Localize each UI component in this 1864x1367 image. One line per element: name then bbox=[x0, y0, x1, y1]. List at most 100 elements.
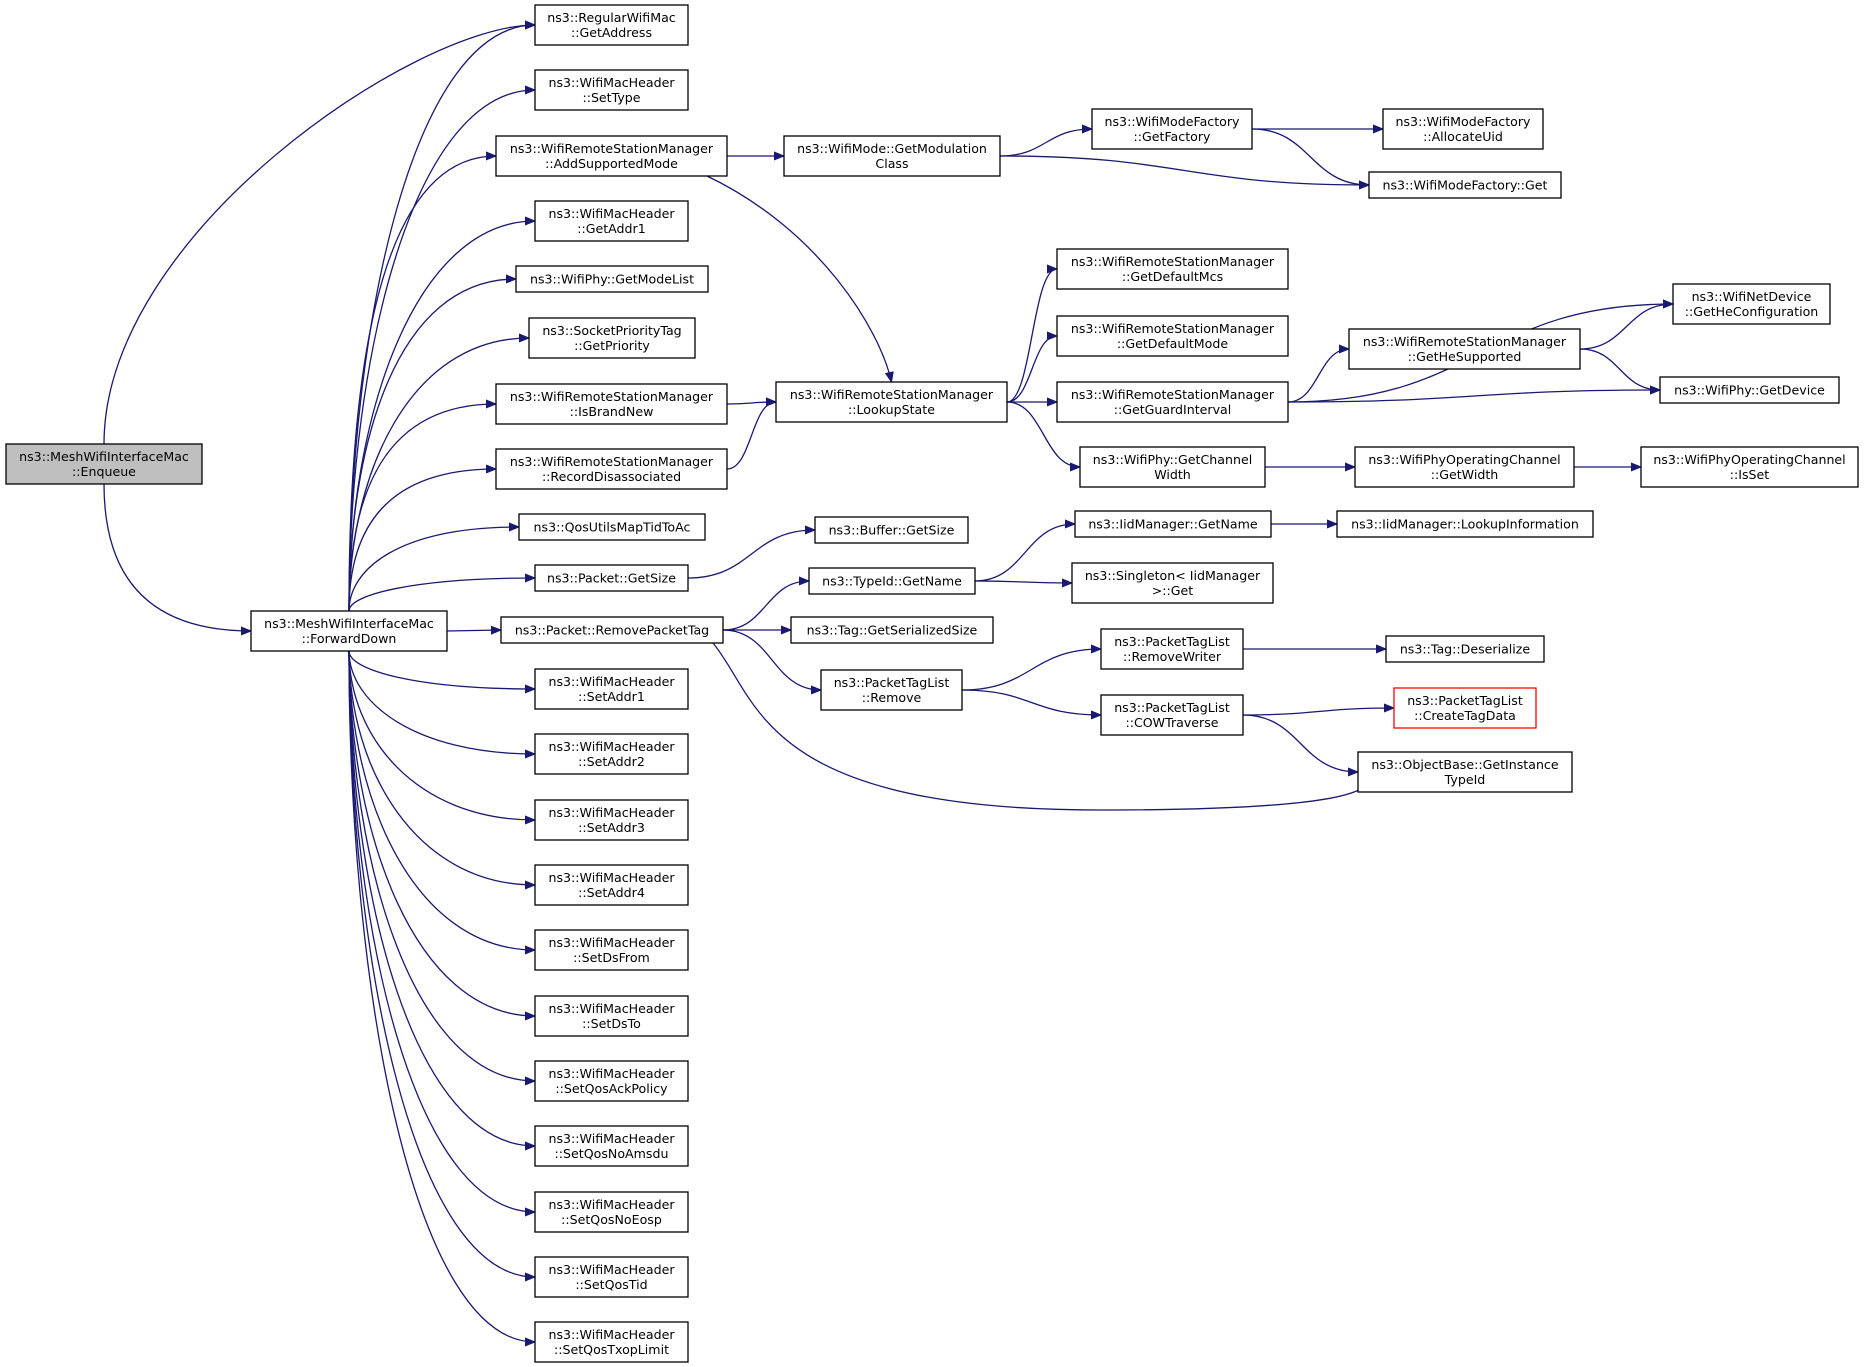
node-enqueue[interactable]: ns3::MeshWifiInterfaceMac::Enqueue bbox=[5, 443, 203, 485]
node-getdefaultmcs[interactable]: ns3::WifiRemoteStationManager::GetDefaul… bbox=[1056, 248, 1289, 290]
node-label-enqueue-1: ::Enqueue bbox=[72, 464, 136, 479]
node-label-setdsto-0: ns3::WifiMacHeader bbox=[548, 1001, 675, 1016]
edge-forwarddown-to-setaddr4 bbox=[348, 650, 535, 885]
node-setqosnoamsdu[interactable]: ns3::WifiMacHeader::SetQosNoAmsdu bbox=[534, 1125, 689, 1167]
node-forwarddown[interactable]: ns3::MeshWifiInterfaceMac::ForwardDown bbox=[250, 610, 448, 652]
node-label-lookupinformation-0: ns3::IidManager::LookupInformation bbox=[1351, 517, 1579, 532]
node-ptlremove[interactable]: ns3::PacketTagList::Remove bbox=[820, 669, 963, 711]
node-label-iidgetname-0: ns3::IidManager::GetName bbox=[1088, 517, 1258, 532]
node-box-deserialize bbox=[1385, 635, 1545, 663]
node-lookupinformation[interactable]: ns3::IidManager::LookupInformation bbox=[1336, 510, 1594, 538]
edge-ptlremove-to-cowtraverse bbox=[961, 689, 1101, 715]
edge-cowtraverse-to-getinstancetypeid bbox=[1242, 714, 1358, 772]
edge-forwarddown-to-removepackettag bbox=[446, 630, 501, 631]
node-typeidgetname[interactable]: ns3::TypeId::GetName bbox=[808, 567, 976, 595]
edge-removepackettag-to-getinstancetypeid bbox=[712, 642, 1367, 811]
node-setdsto[interactable]: ns3::WifiMacHeader::SetDsTo bbox=[534, 995, 689, 1037]
node-label-getdefaultmcs-0: ns3::WifiRemoteStationManager bbox=[1071, 254, 1275, 269]
node-iidgetname[interactable]: ns3::IidManager::GetName bbox=[1074, 510, 1272, 538]
node-getpriority[interactable]: ns3::SocketPriorityTag::GetPriority bbox=[528, 317, 696, 359]
edge-forwarddown-to-setaddr3 bbox=[348, 650, 535, 820]
node-box-lookupinformation bbox=[1336, 510, 1594, 538]
node-label-getguardinterval-0: ns3::WifiRemoteStationManager bbox=[1071, 387, 1275, 402]
node-getfactory[interactable]: ns3::WifiModeFactory::GetFactory bbox=[1091, 108, 1253, 150]
node-gethesupported[interactable]: ns3::WifiRemoteStationManager::GetHeSupp… bbox=[1348, 328, 1581, 370]
node-setqosnoeosp[interactable]: ns3::WifiMacHeader::SetQosNoEosp bbox=[534, 1191, 689, 1233]
edge-getmodulationclass-to-getfactory bbox=[999, 129, 1092, 157]
node-getheconfiguration[interactable]: ns3::WifiNetDevice::GetHeConfiguration bbox=[1672, 283, 1831, 325]
node-getaddress[interactable]: ns3::RegularWifiMac::GetAddress bbox=[534, 4, 689, 46]
node-createtagdata[interactable]: ns3::PacketTagList::CreateTagData bbox=[1393, 687, 1537, 729]
node-opchgetwidth[interactable]: ns3::WifiPhyOperatingChannel::GetWidth bbox=[1354, 446, 1575, 488]
node-setqostxoplimit[interactable]: ns3::WifiMacHeader::SetQosTxopLimit bbox=[534, 1321, 689, 1363]
node-box-recorddisassociated bbox=[495, 448, 728, 490]
node-label-setqosnoeosp-0: ns3::WifiMacHeader bbox=[548, 1197, 675, 1212]
node-singletonget[interactable]: ns3::Singleton< IidManager>::Get bbox=[1071, 562, 1274, 604]
node-box-getdevice bbox=[1659, 376, 1840, 404]
edge-forwarddown-to-setqostxoplimit bbox=[348, 650, 535, 1342]
node-deserialize[interactable]: ns3::Tag::Deserialize bbox=[1385, 635, 1545, 663]
edge-lookupstate-to-getchannelwidth bbox=[1006, 401, 1080, 467]
node-isset[interactable]: ns3::WifiPhyOperatingChannel::IsSet bbox=[1640, 446, 1859, 488]
node-label-getserializedsize-0: ns3::Tag::GetSerializedSize bbox=[807, 623, 978, 638]
node-getdefaultmode[interactable]: ns3::WifiRemoteStationManager::GetDefaul… bbox=[1056, 315, 1289, 357]
node-settype[interactable]: ns3::WifiMacHeader::SetType bbox=[534, 69, 689, 111]
node-buffergetsize[interactable]: ns3::Buffer::GetSize bbox=[814, 516, 969, 544]
edge-enqueue-to-getaddress bbox=[103, 25, 535, 445]
node-label-getheconfiguration-0: ns3::WifiNetDevice bbox=[1692, 289, 1812, 304]
node-qosutilsmaptidtoac[interactable]: ns3::QosUtilsMapTidToAc bbox=[518, 513, 706, 541]
node-box-iidgetname bbox=[1074, 510, 1272, 538]
node-removewriter[interactable]: ns3::PacketTagList::RemoveWriter bbox=[1100, 628, 1244, 670]
node-label-getchannelwidth-1: Width bbox=[1154, 467, 1191, 482]
node-getmodelist[interactable]: ns3::WifiPhy::GetModeList bbox=[515, 265, 709, 293]
node-lookupstate[interactable]: ns3::WifiRemoteStationManager::LookupSta… bbox=[775, 381, 1008, 423]
node-setaddr1[interactable]: ns3::WifiMacHeader::SetAddr1 bbox=[534, 668, 689, 710]
node-label-cowtraverse-1: ::COWTraverse bbox=[1125, 715, 1218, 730]
node-cowtraverse[interactable]: ns3::PacketTagList::COWTraverse bbox=[1100, 694, 1244, 736]
node-box-getaddr1 bbox=[534, 200, 689, 242]
node-setqosackpolicy[interactable]: ns3::WifiMacHeader::SetQosAckPolicy bbox=[534, 1060, 689, 1102]
node-label-setqostxoplimit-0: ns3::WifiMacHeader bbox=[548, 1327, 675, 1342]
node-getserializedsize[interactable]: ns3::Tag::GetSerializedSize bbox=[790, 616, 994, 644]
node-getaddr1[interactable]: ns3::WifiMacHeader::GetAddr1 bbox=[534, 200, 689, 242]
edge-gethesupported-to-getheconfiguration bbox=[1579, 304, 1673, 350]
node-recorddisassociated[interactable]: ns3::WifiRemoteStationManager::RecordDis… bbox=[495, 448, 728, 490]
node-allocateuid[interactable]: ns3::WifiModeFactory::AllocateUid bbox=[1382, 108, 1544, 150]
node-box-getguardinterval bbox=[1056, 381, 1289, 423]
node-setaddr4[interactable]: ns3::WifiMacHeader::SetAddr4 bbox=[534, 864, 689, 906]
node-box-packetgetsize bbox=[534, 564, 689, 592]
node-label-gethesupported-1: ::GetHeSupported bbox=[1408, 349, 1522, 364]
node-box-setaddr2 bbox=[534, 733, 689, 775]
node-label-getfactory-1: ::GetFactory bbox=[1134, 129, 1211, 144]
node-box-removepackettag bbox=[500, 616, 724, 644]
node-box-setaddr1 bbox=[534, 668, 689, 710]
node-label-factoryget-0: ns3::WifiModeFactory::Get bbox=[1383, 178, 1548, 193]
node-label-ptlremove-0: ns3::PacketTagList bbox=[834, 675, 950, 690]
node-packetgetsize[interactable]: ns3::Packet::GetSize bbox=[534, 564, 689, 592]
node-label-opchgetwidth-0: ns3::WifiPhyOperatingChannel bbox=[1368, 452, 1560, 467]
node-setqostid[interactable]: ns3::WifiMacHeader::SetQosTid bbox=[534, 1256, 689, 1298]
node-box-typeidgetname bbox=[808, 567, 976, 595]
node-setaddr3[interactable]: ns3::WifiMacHeader::SetAddr3 bbox=[534, 799, 689, 841]
node-setaddr2[interactable]: ns3::WifiMacHeader::SetAddr2 bbox=[534, 733, 689, 775]
node-label-setaddr3-1: ::SetAddr3 bbox=[578, 820, 645, 835]
node-box-enqueue bbox=[5, 443, 203, 485]
node-getguardinterval[interactable]: ns3::WifiRemoteStationManager::GetGuardI… bbox=[1056, 381, 1289, 423]
node-addsupportedmode[interactable]: ns3::WifiRemoteStationManager::AddSuppor… bbox=[495, 135, 728, 177]
node-isbrandnew[interactable]: ns3::WifiRemoteStationManager::IsBrandNe… bbox=[495, 383, 728, 425]
node-setdsfrom[interactable]: ns3::WifiMacHeader::SetDsFrom bbox=[534, 929, 689, 971]
edge-packetgetsize-to-buffergetsize bbox=[687, 530, 815, 579]
node-box-getchannelwidth bbox=[1079, 446, 1266, 488]
node-label-settype-0: ns3::WifiMacHeader bbox=[548, 75, 675, 90]
node-label-lookupstate-1: ::LookupState bbox=[848, 402, 935, 417]
node-factoryget[interactable]: ns3::WifiModeFactory::Get bbox=[1368, 171, 1562, 199]
node-label-setaddr4-1: ::SetAddr4 bbox=[578, 885, 645, 900]
node-label-getmodelist-0: ns3::WifiPhy::GetModeList bbox=[530, 272, 694, 287]
node-label-setaddr4-0: ns3::WifiMacHeader bbox=[548, 870, 675, 885]
node-label-singletonget-1: >::Get bbox=[1152, 583, 1194, 598]
node-getdevice[interactable]: ns3::WifiPhy::GetDevice bbox=[1659, 376, 1840, 404]
node-removepackettag[interactable]: ns3::Packet::RemovePacketTag bbox=[500, 616, 724, 644]
